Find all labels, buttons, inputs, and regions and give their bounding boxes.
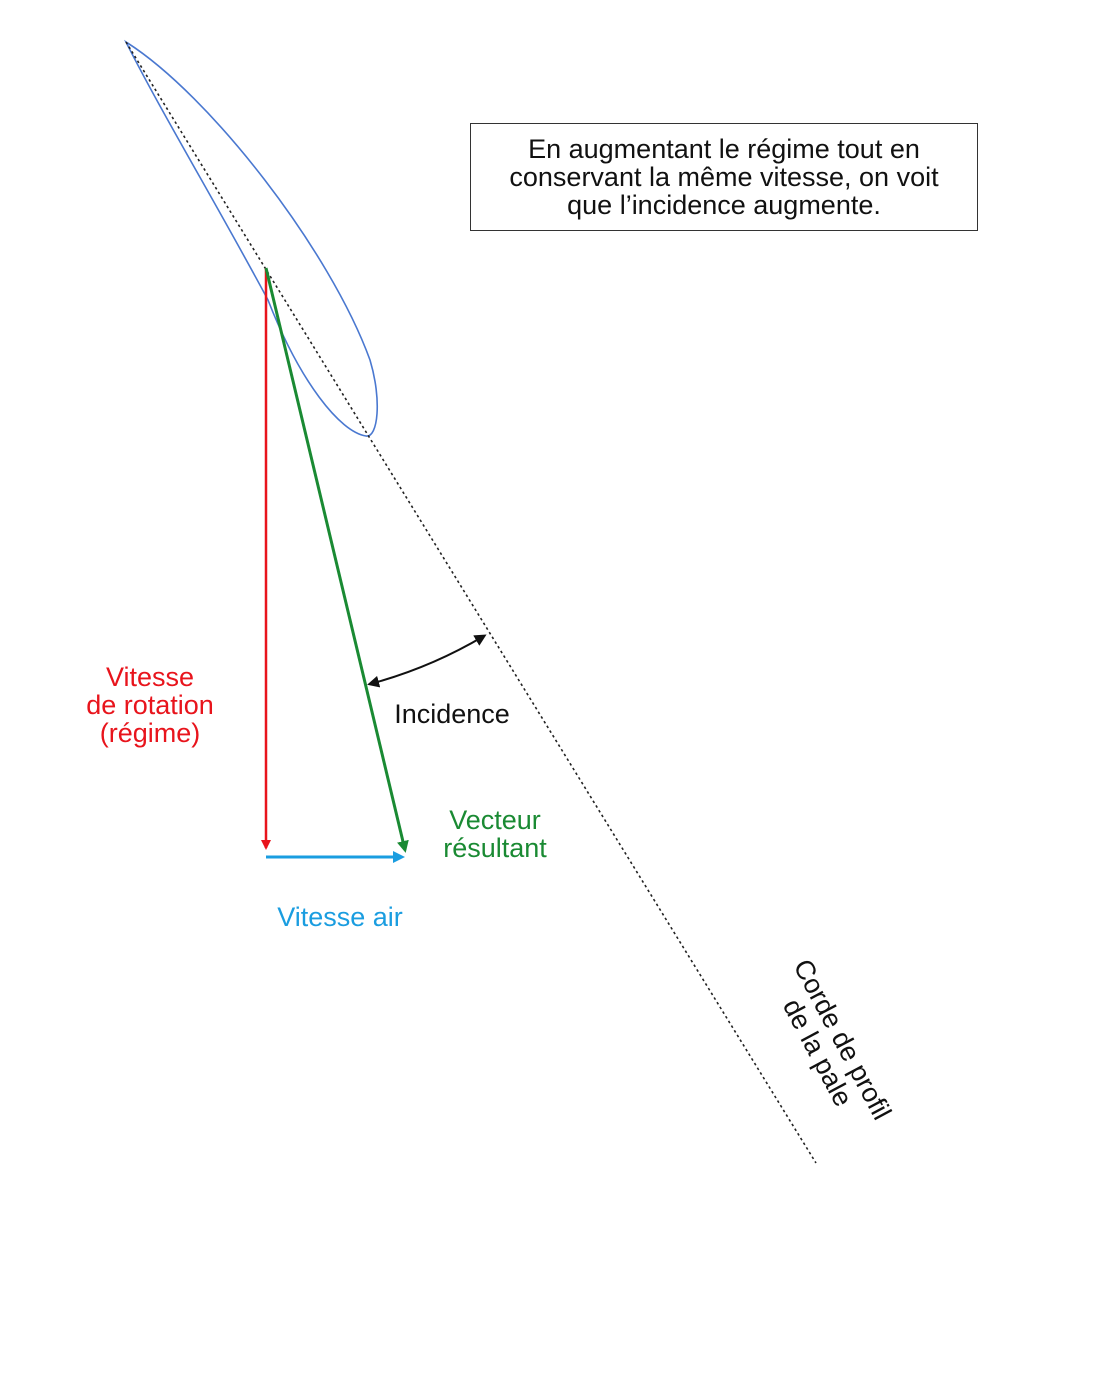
resultant-label-line-1: Vecteur (449, 805, 541, 835)
info-box-line-3: que l’incidence augmente. (567, 190, 881, 220)
chord-line (125, 41, 817, 1164)
incidence-label: Incidence (372, 700, 532, 728)
air-speed-label: Vitesse air (250, 903, 430, 931)
rotation-label-line-3: (régime) (99, 718, 201, 748)
resultant-label-line-2: résultant (443, 833, 547, 863)
info-box-line-2: conservant la même vitesse, on voit (509, 162, 939, 192)
resultant-vector-label: Vecteur résultant (420, 806, 570, 862)
resultant-vector-arrow (264, 267, 409, 853)
incidence-arc (367, 634, 487, 688)
info-box: En augmentant le régime tout en conserva… (470, 123, 978, 231)
info-box-line-1: En augmentant le régime tout en (528, 134, 920, 164)
blade-airfoil (124, 39, 379, 437)
air-speed-label-text: Vitesse air (277, 902, 403, 932)
incidence-label-text: Incidence (394, 699, 510, 729)
rotation-label-line-2: de rotation (86, 690, 214, 720)
rotation-label-line-1: Vitesse (105, 662, 195, 692)
rotation-speed-label: Vitesse de rotation (régime) (60, 663, 240, 747)
